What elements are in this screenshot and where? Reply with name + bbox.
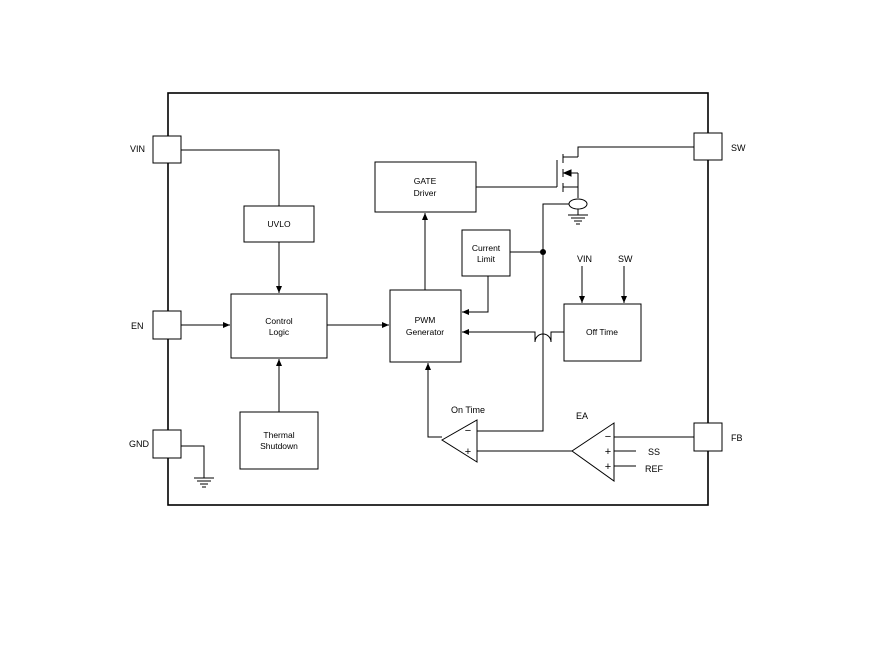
control-logic-label-1: Control <box>265 316 293 326</box>
thermal-shutdown-label-1: Thermal <box>263 430 294 440</box>
ss-label: SS <box>648 447 660 457</box>
on-time-comparator: − + <box>441 419 478 463</box>
wire-ontime-pwm <box>425 363 442 438</box>
on-time-label: On Time <box>451 405 485 415</box>
pwm-generator-label-2: Generator <box>406 327 444 337</box>
wire-vin-uvlo <box>181 149 280 206</box>
pin-fb: FB <box>693 422 743 452</box>
sense-junction-dot <box>540 249 546 255</box>
current-sense-icon <box>568 198 588 210</box>
ref-label: REF <box>645 464 664 474</box>
off-time-label: Off Time <box>586 327 618 337</box>
gate-driver-label-1: GATE <box>414 176 437 186</box>
pin-sw-label: SW <box>731 143 746 153</box>
ea-plus-sign-ss: + <box>605 446 611 458</box>
pwm-generator-block: PWM Generator <box>389 289 462 363</box>
off-time-sw-label: SW <box>618 254 633 264</box>
uvlo-label: UVLO <box>267 219 291 229</box>
current-limit-label-2: Limit <box>477 254 496 264</box>
on-time-plus-sign: + <box>465 446 471 458</box>
control-logic-block: Control Logic <box>230 293 328 359</box>
off-time-block: Off Time <box>563 303 642 362</box>
thermal-shutdown-block: Thermal Shutdown <box>239 411 319 470</box>
uvlo-block: UVLO <box>243 205 315 243</box>
pwm-generator-label-1: PWM <box>415 315 436 325</box>
ea-label: EA <box>576 411 588 421</box>
on-time-minus-sign: − <box>465 425 471 437</box>
gate-driver-block: GATE Driver <box>374 161 477 213</box>
pin-gnd: GND <box>129 429 182 459</box>
thermal-shutdown-label-2: Shutdown <box>260 441 298 451</box>
pin-fb-label: FB <box>731 433 743 443</box>
wires <box>181 146 694 478</box>
current-limit-block: Current Limit <box>461 229 511 277</box>
wire-gnd <box>181 445 205 478</box>
pin-vin-label: VIN <box>130 144 145 154</box>
gnd-ground-icon <box>194 477 214 488</box>
wire-currentlimit-pwm <box>462 276 489 315</box>
current-limit-label-1: Current <box>472 243 501 253</box>
mosfet-ground-icon <box>568 209 588 225</box>
pin-en: EN <box>131 310 182 340</box>
wire-sense <box>477 202 579 432</box>
pin-gnd-label: GND <box>129 439 150 449</box>
control-logic-label-2: Logic <box>269 327 290 337</box>
wire-sw-mosfet <box>577 146 694 157</box>
wire-offtime-pwm <box>462 329 564 343</box>
ea-minus-sign: − <box>605 431 611 443</box>
gate-driver-label-2: Driver <box>414 188 437 198</box>
pin-sw: SW <box>693 132 746 161</box>
mosfet-icon <box>556 154 579 198</box>
chip-outline <box>167 92 709 506</box>
pin-vin: VIN <box>130 135 182 164</box>
ea-plus-sign-ref: + <box>605 461 611 473</box>
off-time-vin-label: VIN <box>577 254 592 264</box>
pin-en-label: EN <box>131 321 144 331</box>
error-amplifier: − + + <box>571 422 615 482</box>
